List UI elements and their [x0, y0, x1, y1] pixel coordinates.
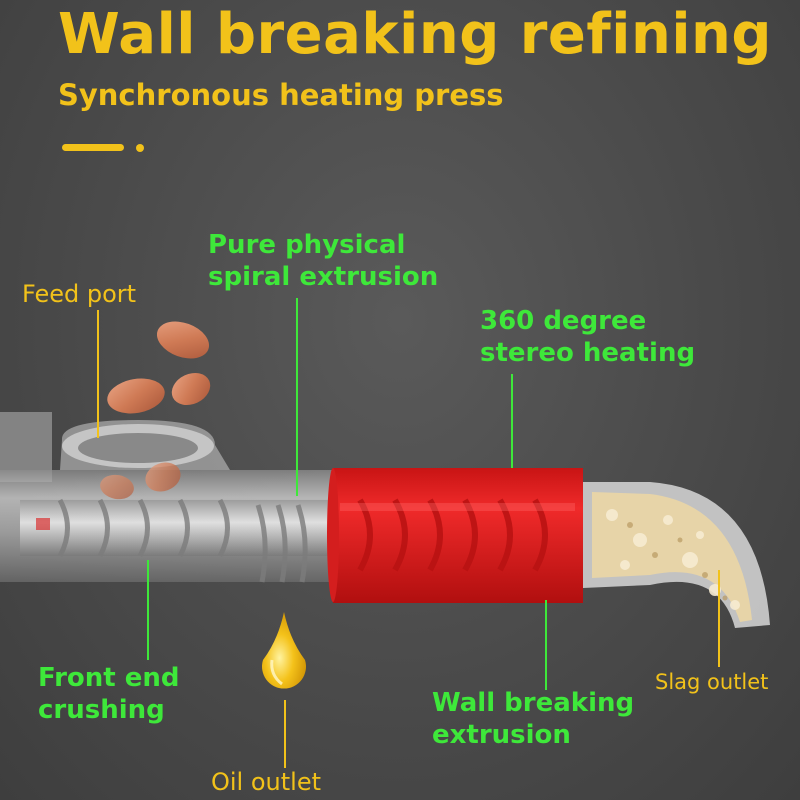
wall-breaking-leader-line: [545, 600, 547, 690]
slag-outlet-text: Slag outlet: [655, 670, 769, 694]
oil-outlet-text: Oil outlet: [211, 768, 322, 796]
barrel-housing: [0, 412, 345, 582]
wall-breaking-extrusion-line2: extrusion: [432, 719, 571, 750]
wall-breaking-extrusion-label: Wall breaking extrusion: [432, 688, 634, 751]
slag-outlet-leader-line: [718, 570, 720, 667]
oil-outlet-label: Oil outlet: [211, 768, 321, 797]
peanut-kernels: [100, 321, 211, 500]
front-end-crushing-line2: crushing: [38, 694, 165, 725]
wall-breaking-extrusion-line1: Wall breaking: [432, 688, 635, 718]
spiral-extrusion-leader-line: [296, 298, 298, 496]
oil-drop-icon: [262, 612, 306, 689]
stereo-heating-leader-line: [511, 374, 513, 468]
feed-port-text: Feed port: [22, 280, 137, 308]
slag-outlet-label: Slag outlet: [655, 670, 768, 696]
heating-sleeve: [327, 468, 583, 603]
front-end-crushing-line1: Front end: [38, 663, 180, 693]
oil-outlet-leader-line: [284, 700, 286, 768]
page-title: Wall breaking refining: [58, 2, 772, 67]
spiral-extrusion-line1: Pure physical: [208, 230, 406, 260]
stereo-heating-line2: stereo heating: [480, 337, 696, 368]
spiral-extrusion-label: Pure physical spiral extrusion: [208, 230, 438, 293]
slag-outlet-pipe: [583, 482, 770, 628]
spiral-screw: [20, 498, 350, 583]
front-end-crushing-label: Front end crushing: [38, 663, 180, 726]
front-end-crushing-leader-line: [147, 560, 149, 660]
feed-port-leader-line: [97, 310, 99, 438]
stereo-heating-label: 360 degree stereo heating: [480, 306, 695, 369]
spiral-extrusion-line2: spiral extrusion: [208, 261, 439, 292]
stereo-heating-line1: 360 degree: [480, 306, 647, 336]
page-subtitle: Synchronous heating press: [58, 78, 504, 112]
decorative-dash: [62, 144, 144, 152]
feed-port-label: Feed port: [22, 280, 136, 309]
